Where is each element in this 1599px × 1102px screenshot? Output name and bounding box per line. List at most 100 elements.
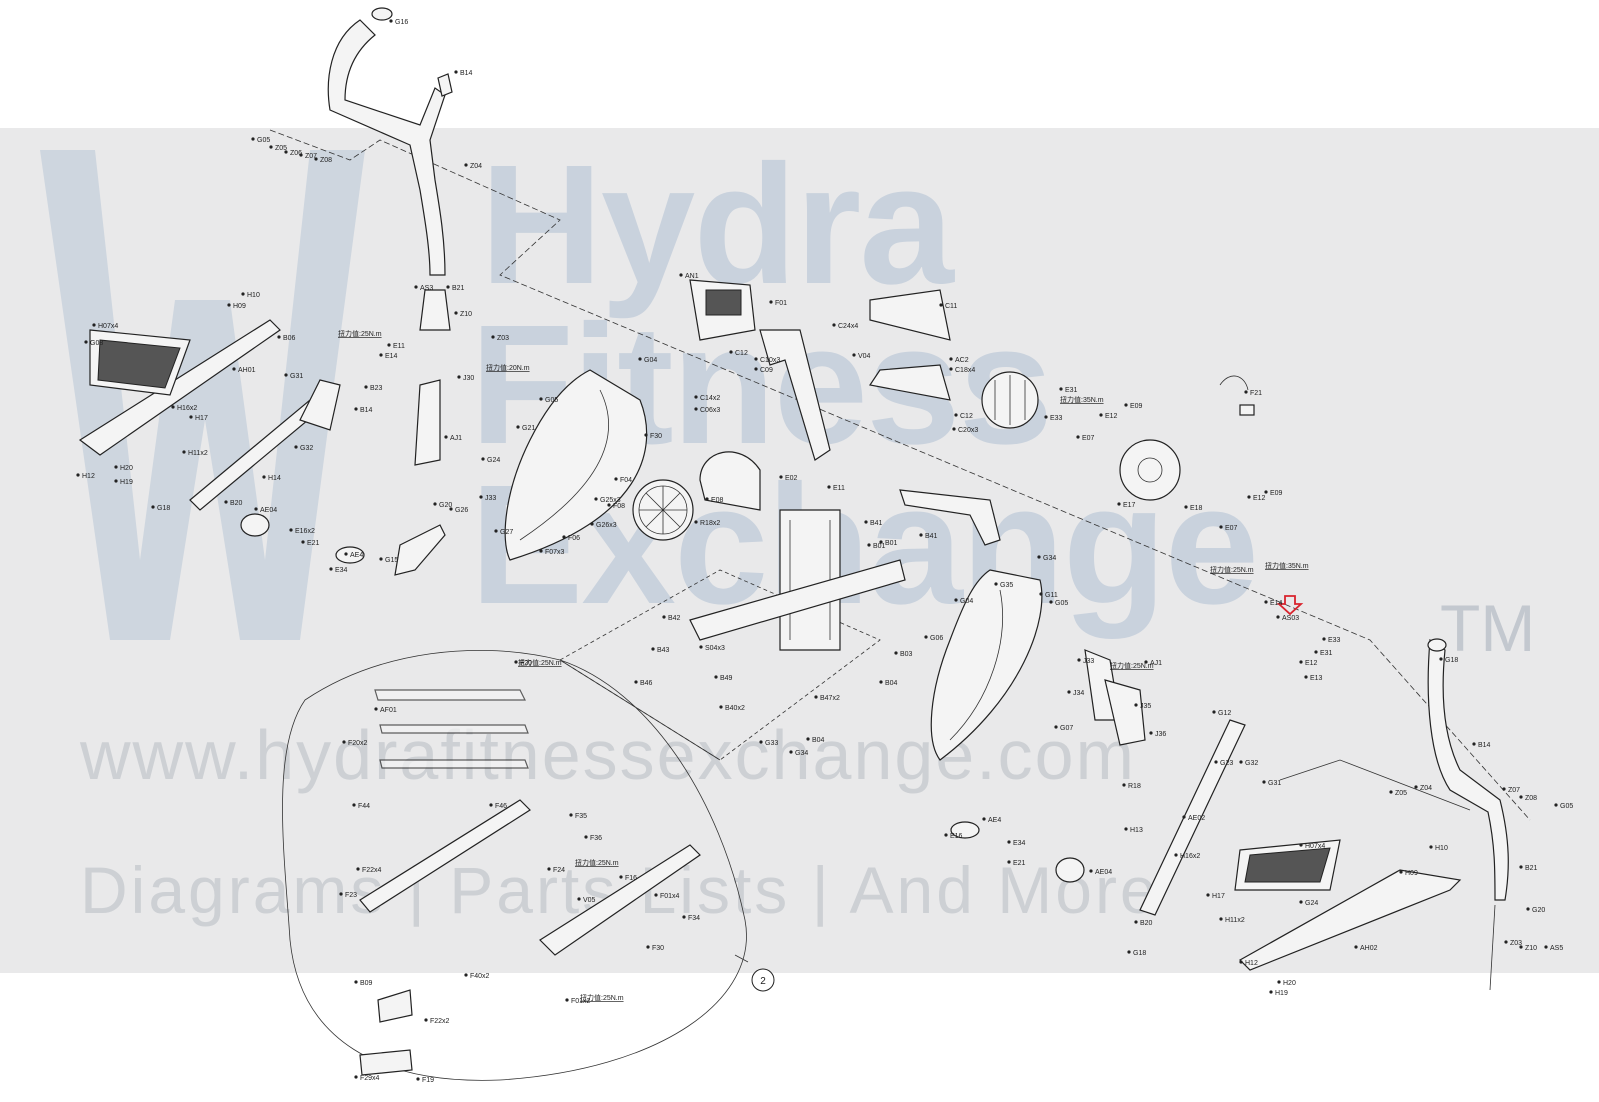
torque-note: 扭力值:25N.m xyxy=(338,329,382,338)
fastener-dot xyxy=(919,533,923,537)
part-label-b49: B49 xyxy=(720,675,733,682)
fastener-dot xyxy=(1299,843,1303,847)
part-label-f22x2: F22x2 xyxy=(430,1018,450,1025)
fastener-dot xyxy=(954,598,958,602)
fastener-dot xyxy=(562,535,566,539)
part-label-e34b: E34 xyxy=(1013,840,1026,847)
part-label-ae04b: AE04 xyxy=(1095,869,1112,876)
fastener-dot xyxy=(342,740,346,744)
fastener-dot xyxy=(457,375,461,379)
part-label-h10b: H10 xyxy=(1435,845,1448,852)
fastener-dot xyxy=(1239,760,1243,764)
fastener-dot xyxy=(1124,827,1128,831)
fastener-dot xyxy=(254,507,258,511)
console-unit xyxy=(689,279,756,341)
fastener-dot xyxy=(646,945,650,949)
part-label-b41: B41 xyxy=(925,533,938,540)
fastener-dot xyxy=(789,750,793,754)
fastener-dot xyxy=(454,70,458,74)
fastener-dot xyxy=(662,615,666,619)
fastener-dot xyxy=(1322,637,1326,641)
part-label-g32: G32 xyxy=(300,445,313,452)
left-pedal-assembly xyxy=(78,319,341,511)
sub-assembly-outline: 2 xyxy=(282,649,775,1081)
fastener-dot xyxy=(1219,917,1223,921)
torque-note: 扭力值:25N.m xyxy=(575,858,619,867)
fastener-dot xyxy=(1354,945,1358,949)
part-label-g34b: G34 xyxy=(795,750,808,757)
part-label-e08: E08 xyxy=(711,497,724,504)
part-label-e12c: E12 xyxy=(1305,660,1318,667)
fastener-dot xyxy=(1262,780,1266,784)
fastener-dot xyxy=(754,357,758,361)
fastener-dot xyxy=(464,973,468,977)
right-shroud xyxy=(930,569,1043,761)
part-label-b04: B04 xyxy=(885,680,898,687)
part-label-e16: E16 xyxy=(950,833,963,840)
fastener-dot xyxy=(814,695,818,699)
part-label-j35: J35 xyxy=(1140,703,1151,710)
part-label-f19: F19 xyxy=(422,1077,434,1084)
fastener-dot xyxy=(1414,785,1418,789)
watermark-logo xyxy=(40,150,365,640)
fastener-dot xyxy=(479,495,483,499)
part-label-f40x2: F40x2 xyxy=(470,973,490,980)
part-label-g07: G07 xyxy=(1060,725,1073,732)
part-label-e02: E02 xyxy=(785,475,798,482)
part-label-h10: H10 xyxy=(247,292,260,299)
fastener-dot xyxy=(1519,945,1523,949)
fastener-dot xyxy=(1044,415,1048,419)
fastener-dot xyxy=(1314,650,1318,654)
part-label-f01x2: F01x2 xyxy=(571,998,591,1005)
fastener-dot xyxy=(769,300,773,304)
part-label-b46: B46 xyxy=(640,680,653,687)
part-label-as3: AS3 xyxy=(420,285,433,292)
fastener-dot xyxy=(416,1077,420,1081)
fastener-dot xyxy=(939,303,943,307)
part-label-aj1b: AJ1 xyxy=(1150,660,1162,667)
fastener-dot xyxy=(584,835,588,839)
fastener-dot xyxy=(454,311,458,315)
part-label-h07x4: H07x4 xyxy=(98,323,118,330)
fastener-dot xyxy=(924,635,928,639)
part-label-e16x2: E16x2 xyxy=(295,528,315,535)
fastener-dot xyxy=(952,427,956,431)
part-label-g08: G08 xyxy=(90,340,103,347)
part-label-b06: B06 xyxy=(283,335,296,342)
part-label-c18x4: C18x4 xyxy=(955,367,975,374)
part-label-j33: J33 xyxy=(485,495,496,502)
fastener-dot xyxy=(489,803,493,807)
part-label-g25x3: G25x3 xyxy=(600,497,621,504)
part-label-b47x2: B47x2 xyxy=(820,695,840,702)
fastener-dot xyxy=(1007,860,1011,864)
fastener-dot xyxy=(1429,845,1433,849)
fastener-dot xyxy=(84,340,88,344)
fastener-dot xyxy=(699,645,703,649)
part-label-r18: R18 xyxy=(1128,783,1141,790)
part-label-e31: E31 xyxy=(1065,387,1078,394)
part-label-g23: G23 xyxy=(1220,760,1233,767)
fastener-dot xyxy=(729,350,733,354)
part-label-f44: F44 xyxy=(358,803,370,810)
fastener-dot xyxy=(594,497,598,501)
fastener-dot xyxy=(949,367,953,371)
assembly-centerline xyxy=(269,129,1531,821)
part-label-af01: AF01 xyxy=(380,707,397,714)
fastener-dot xyxy=(1124,403,1128,407)
fastener-dot xyxy=(607,503,611,507)
fastener-dot xyxy=(269,145,273,149)
part-label-z07b: Z07 xyxy=(1508,787,1520,794)
fastener-dot xyxy=(364,385,368,389)
fastener-dot xyxy=(705,497,709,501)
fastener-dot xyxy=(494,529,498,533)
fastener-dot xyxy=(694,520,698,524)
fastener-dot xyxy=(1037,555,1041,559)
fastener-dot xyxy=(1554,803,1558,807)
rail-plates xyxy=(414,379,1146,746)
part-label-c09: C09 xyxy=(760,367,773,374)
fastener-dot xyxy=(464,163,468,167)
fastener-dot xyxy=(565,998,569,1002)
fastener-dot xyxy=(491,335,495,339)
fastener-dot xyxy=(354,407,358,411)
fastener-dot xyxy=(1077,658,1081,662)
